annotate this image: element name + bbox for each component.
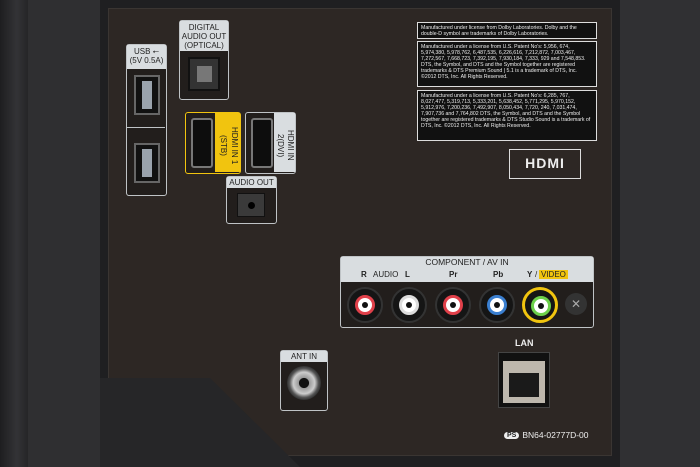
dts-studio-notice: Manufactured under a license from U.S. P… <box>417 90 597 141</box>
component-av-group: COMPONENT / AV IN R AUDIO L Pr Pb Y / VI… <box>340 256 594 328</box>
hdmi-logo: HDMI <box>509 149 581 179</box>
usb-port-2[interactable] <box>134 143 160 183</box>
audio-r-jack[interactable] <box>347 287 383 323</box>
part-number-text: BN64-02777D-00 <box>522 430 589 440</box>
optical-label-2: AUDIO OUT <box>181 32 227 41</box>
dolby-notice: Manufactured under license from Dolby La… <box>417 22 597 39</box>
usb-label: USB ⭠ <box>133 47 160 56</box>
y-label: Y <box>527 270 533 279</box>
hdmi1-port[interactable] <box>191 118 213 168</box>
optical-label-3: (OPTICAL) <box>184 41 224 50</box>
hdmi2-sublabel: 2(DVI) <box>276 133 285 158</box>
ps-badge: PS <box>504 431 520 439</box>
audio-out-group: AUDIO OUT <box>226 176 277 224</box>
divider <box>127 127 165 128</box>
y-video-jack[interactable] <box>522 287 558 323</box>
audio-l-jack[interactable] <box>391 287 427 323</box>
optical-label-1: DIGITAL <box>188 23 220 32</box>
pr-label: Pr <box>449 270 458 279</box>
hdmi2-port[interactable] <box>251 118 273 168</box>
tv-back-cover <box>28 0 100 467</box>
lan-label: LAN <box>515 338 534 348</box>
tv-back-cover-right <box>620 0 700 467</box>
video-label: VIDEO <box>539 270 568 279</box>
audio-out-label: AUDIO OUT <box>227 177 276 188</box>
pb-jack[interactable] <box>479 287 515 323</box>
ground-screw-icon: ✕ <box>565 293 587 315</box>
part-number: PS BN64-02777D-00 <box>504 430 589 440</box>
ant-in-group: ANT IN <box>280 350 328 411</box>
audio-label: AUDIO <box>373 270 399 279</box>
antenna-jack[interactable] <box>287 366 321 400</box>
audio-l-label: L <box>405 270 410 279</box>
pr-jack[interactable] <box>435 287 471 323</box>
optical-port[interactable] <box>188 57 220 91</box>
usb-port-1[interactable] <box>134 75 160 115</box>
ant-in-label: ANT IN <box>281 351 327 362</box>
lan-port[interactable] <box>498 352 550 408</box>
pb-label: Pb <box>493 270 504 279</box>
usb-power-label: (5V 0.5A) <box>129 56 164 65</box>
hdmi1-label: HDMI IN 1 <box>230 126 239 165</box>
slash: / <box>535 270 538 279</box>
hdmi2-label: HDMI IN <box>286 130 295 161</box>
optical-port-group: DIGITAL AUDIO OUT (OPTICAL) <box>179 20 229 100</box>
hdmi1-sublabel: (STB) <box>219 135 228 156</box>
tv-side-edge <box>0 0 28 467</box>
usb-port-group: USB ⭠ (5V 0.5A) <box>126 44 167 196</box>
audio-r-label: R <box>361 270 367 279</box>
dts-premium-notice: Manufactured under a license from U.S. P… <box>417 41 597 87</box>
hdmi1-port-group: HDMI IN 1 (STB) <box>185 112 241 174</box>
audio-out-jack[interactable] <box>237 193 265 217</box>
hdmi2-port-group: HDMI IN 2(DVI) <box>245 112 296 174</box>
